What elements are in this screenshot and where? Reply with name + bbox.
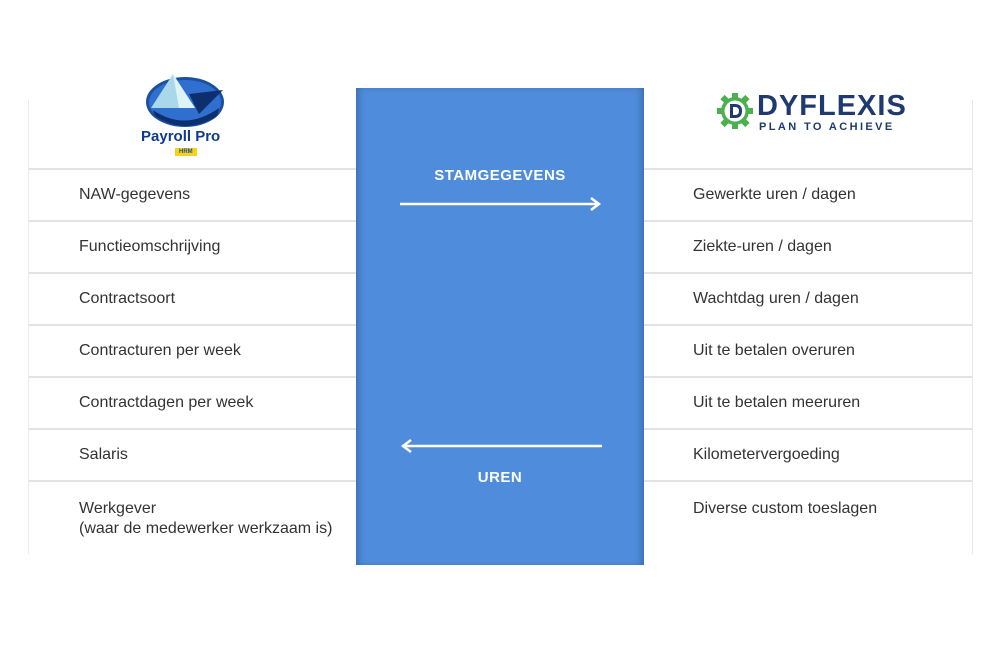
dyflexis-wordmark: DYFLEXIS xyxy=(757,90,907,122)
list-item: Kilometervergoeding xyxy=(644,430,972,482)
arrow-left-icon xyxy=(400,439,602,453)
stamgegevens-label: STAMGEGEVENS xyxy=(434,167,566,184)
payroll-pro-emblem-icon xyxy=(146,74,224,127)
dyflexis-panel: DYFLEXIS PLAN TO ACHIEVE Gewerkte uren /… xyxy=(644,90,973,554)
payroll-pro-panel: Payroll Pro HRM NAW-gegevens Functieomsc… xyxy=(28,74,357,554)
list-item: Contractsoort xyxy=(29,274,357,326)
list-item: Wachtdag uren / dagen xyxy=(644,274,972,326)
list-item-line1: Werkgever xyxy=(79,500,157,517)
payroll-pro-logo-area: Payroll Pro HRM xyxy=(29,74,357,170)
payroll-pro-field-list: NAW-gegevens Functieomschrijving Contrac… xyxy=(29,170,357,554)
list-item-werkgever: Werkgever (waar de medewerker werkzaam i… xyxy=(29,482,357,554)
dyflexis-gear-icon xyxy=(717,93,753,129)
payroll-pro-logo: Payroll Pro HRM xyxy=(141,72,227,163)
uren-label: UREN xyxy=(477,469,523,486)
list-item: NAW-gegevens xyxy=(29,170,357,222)
list-item-line2: (waar de medewerker werkzaam is) xyxy=(79,520,333,537)
list-item: Contractdagen per week xyxy=(29,378,357,430)
list-item: Uit te betalen meeruren xyxy=(644,378,972,430)
dyflexis-logo-area: DYFLEXIS PLAN TO ACHIEVE xyxy=(644,90,972,170)
list-item-custom-toeslagen: Diverse custom toeslagen xyxy=(693,500,878,517)
arrow-right-icon xyxy=(400,197,602,211)
list-item: Uit te betalen overuren xyxy=(644,326,972,378)
list-item: Functieomschrijving xyxy=(29,222,357,274)
payroll-pro-badge: HRM xyxy=(175,148,197,156)
list-item: Salaris xyxy=(29,430,357,482)
payroll-pro-wordmark: Payroll Pro xyxy=(141,128,221,145)
list-item: Contracturen per week xyxy=(29,326,357,378)
list-item: Ziekte-uren / dagen xyxy=(644,222,972,274)
data-flow-band: STAMGEGEVENS UREN xyxy=(356,88,644,565)
list-item: Gewerkte uren / dagen xyxy=(644,170,972,222)
dyflexis-tagline: PLAN TO ACHIEVE xyxy=(759,121,895,133)
dyflexis-field-list: Gewerkte uren / dagen Ziekte-uren / dage… xyxy=(644,170,972,554)
